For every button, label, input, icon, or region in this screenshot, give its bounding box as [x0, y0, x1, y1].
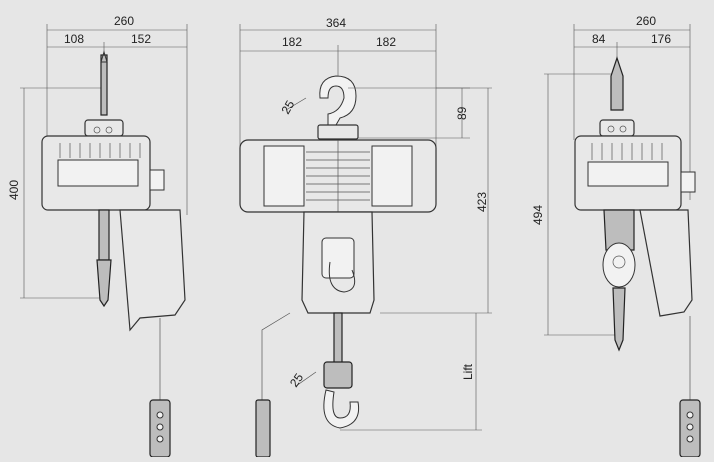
right-chain-bag	[639, 209, 693, 317]
left-width-left: 108	[64, 32, 84, 46]
center-bottom-hook	[323, 389, 360, 429]
center-chain	[333, 312, 343, 364]
center-view: 364 182 182 25 89 423	[239, 16, 492, 458]
right-spring-guard	[603, 209, 635, 251]
left-bottom-chain	[98, 209, 110, 261]
right-height: 494	[531, 205, 545, 225]
left-side-box	[149, 169, 165, 191]
center-width-right: 182	[376, 35, 396, 49]
center-top-angle-line	[285, 97, 307, 111]
right-view: 260 84 176 494	[531, 14, 701, 458]
right-side-box	[680, 171, 696, 193]
left-height: 400	[7, 180, 21, 200]
left-width-total: 260	[114, 14, 134, 28]
center-top-angle: 25	[278, 98, 297, 117]
left-width-right: 152	[131, 32, 151, 46]
center-ghost-hook	[328, 261, 356, 293]
right-width-right: 176	[651, 32, 671, 46]
left-top-hook	[100, 54, 108, 116]
center-pendant	[255, 399, 271, 458]
right-housing-panel	[587, 161, 669, 187]
right-hook-block	[602, 242, 636, 288]
right-width-left: 84	[592, 32, 606, 46]
left-bottom-hook	[96, 259, 112, 308]
center-height: 423	[475, 192, 489, 212]
right-bottom-hook	[612, 287, 626, 352]
left-housing-fins	[59, 143, 141, 158]
left-chain-bag	[119, 209, 186, 332]
center-bottom-angle: 25	[287, 370, 306, 389]
right-hanger-plate	[599, 119, 635, 137]
right-housing-fins	[591, 143, 663, 160]
center-guide-window	[321, 237, 355, 279]
left-view: 260 108 152 400	[7, 14, 188, 458]
right-top-hook	[610, 56, 624, 111]
left-top-hook-tip	[100, 50, 108, 63]
center-hook-block	[323, 361, 353, 389]
center-top-hook	[319, 75, 357, 126]
center-cable	[261, 312, 291, 400]
center-right-end-cap	[371, 145, 413, 207]
left-hanger-plate	[84, 119, 124, 137]
center-width-total: 364	[326, 16, 346, 30]
center-width-left: 182	[282, 35, 302, 49]
center-hook-offset: 89	[455, 106, 469, 120]
right-width-total: 260	[636, 14, 656, 28]
center-hanger-plate	[317, 124, 359, 140]
center-bottom-angle-line	[295, 371, 317, 387]
center-lift-label: Lift	[461, 363, 475, 380]
left-housing-panel	[57, 159, 139, 187]
center-left-end-cap	[263, 145, 305, 207]
